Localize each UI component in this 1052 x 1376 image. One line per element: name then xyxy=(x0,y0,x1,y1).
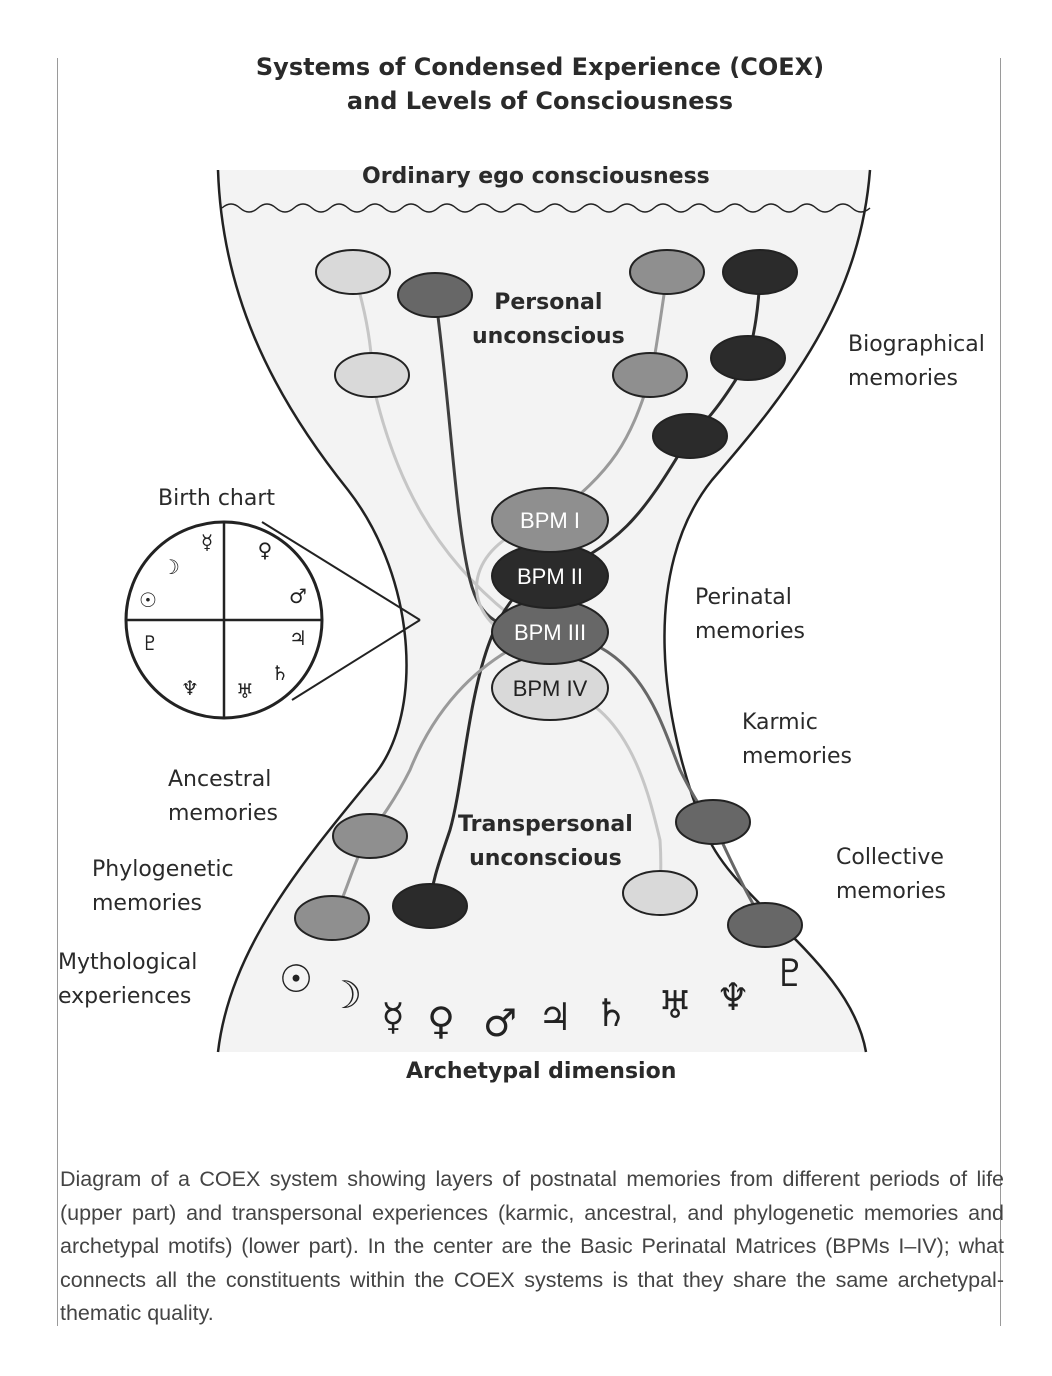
frame-right-rule xyxy=(1000,58,1001,1326)
memory-node-light-3 xyxy=(622,870,698,916)
archetype-symbols: ☉ ☽ ☿ ♀ ♂ ♃ ♄ ♅ ♆ ♇ xyxy=(279,951,807,1045)
chart-mars-icon: ♂ xyxy=(289,584,307,608)
chart-jupiter-icon: ♃ xyxy=(289,626,307,650)
chart-moon-icon: ☽ xyxy=(162,555,180,579)
label-ancestral: Ancestral memories xyxy=(168,767,279,826)
archetype-mars-icon: ♂ xyxy=(483,1001,517,1045)
chart-neptune-icon: ♆ xyxy=(181,676,199,700)
label-personal-unconscious: Personal unconscious xyxy=(472,290,625,349)
chart-pointer-bottom xyxy=(291,619,421,701)
memory-node-medium-4 xyxy=(294,895,370,941)
label-ordinary-ego: Ordinary ego consciousness xyxy=(362,164,710,189)
bpm-label-2: BPM II xyxy=(517,564,583,589)
memory-node-black-1 xyxy=(722,249,798,295)
bpm-stack xyxy=(491,487,609,721)
memory-node-light-1 xyxy=(315,249,391,295)
label-perinatal: Perinatal memories xyxy=(695,585,806,644)
label-phylogenetic: Phylogenetic memories xyxy=(92,857,234,916)
bpm-label-3: BPM III xyxy=(514,620,586,645)
archetype-sun-icon: ☉ xyxy=(279,957,313,1001)
title-line-1: Systems of Condensed Experience (COEX) xyxy=(255,53,825,81)
bpm-label-1: BPM I xyxy=(520,508,580,533)
label-archetypal: Archetypal dimension xyxy=(406,1059,677,1084)
memory-node-black-2 xyxy=(710,335,786,381)
archetype-pluto-icon: ♇ xyxy=(773,951,807,995)
memory-ellipses xyxy=(294,249,803,948)
memory-node-black-4 xyxy=(392,883,468,929)
archetype-saturn-icon: ♄ xyxy=(594,991,628,1035)
chart-uranus-icon: ♅ xyxy=(236,679,254,703)
diagram-title: Systems of Condensed Experience (COEX) a… xyxy=(150,50,930,118)
chart-mercury-icon: ☿ xyxy=(201,530,213,554)
memory-node-dark-1 xyxy=(397,272,473,318)
title-line-2: and Levels of Consciousness xyxy=(346,87,734,115)
memory-node-dark-2 xyxy=(675,799,751,845)
label-birth-chart: Birth chart xyxy=(158,486,276,511)
label-biographical: Biographical memories xyxy=(848,332,985,391)
archetype-venus-icon: ♀ xyxy=(427,999,455,1043)
consciousness-surface-wave xyxy=(221,203,871,213)
chart-pointer-top xyxy=(261,521,421,621)
bpm-labels: BPM I BPM II BPM III BPM IV xyxy=(513,508,588,701)
frame-left-rule xyxy=(57,58,58,1326)
memory-node-dark-3 xyxy=(727,902,803,948)
bpm-4-node xyxy=(491,487,609,553)
archetype-mercury-icon: ☿ xyxy=(381,995,404,1039)
hourglass-left-outline xyxy=(216,169,408,1053)
chart-sun-icon: ☉ xyxy=(139,588,157,612)
memory-node-black-3 xyxy=(652,413,728,459)
birth-chart: ☿ ♀ ☽ ☉ ♂ ♃ ♇ ♄ ♆ ♅ xyxy=(124,520,421,720)
archetype-uranus-icon: ♅ xyxy=(658,983,692,1027)
archetype-moon-icon: ☽ xyxy=(328,973,362,1017)
bpm-label-4: BPM IV xyxy=(513,676,588,701)
label-mythological: Mythological experiences xyxy=(58,950,198,1009)
chart-saturn-icon: ♄ xyxy=(271,661,289,685)
label-karmic: Karmic memories xyxy=(742,710,853,769)
line-light-left xyxy=(351,269,531,632)
memory-node-light-2 xyxy=(334,352,410,398)
line-ancestral xyxy=(366,630,549,837)
figure-caption: Diagram of a COEX system showing layers … xyxy=(60,1167,1004,1325)
chart-venus-icon: ♀ xyxy=(258,538,273,562)
label-transpersonal: Transpersonal unconscious xyxy=(458,812,633,871)
archetype-jupiter-icon: ♃ xyxy=(538,995,572,1039)
memory-node-medium-1 xyxy=(629,249,705,295)
archetype-neptune-icon: ♆ xyxy=(716,975,750,1019)
chart-pluto-icon: ♇ xyxy=(141,631,159,655)
memory-node-medium-2 xyxy=(612,352,688,398)
label-collective: Collective memories xyxy=(836,845,947,904)
memory-node-medium-3 xyxy=(332,813,408,859)
